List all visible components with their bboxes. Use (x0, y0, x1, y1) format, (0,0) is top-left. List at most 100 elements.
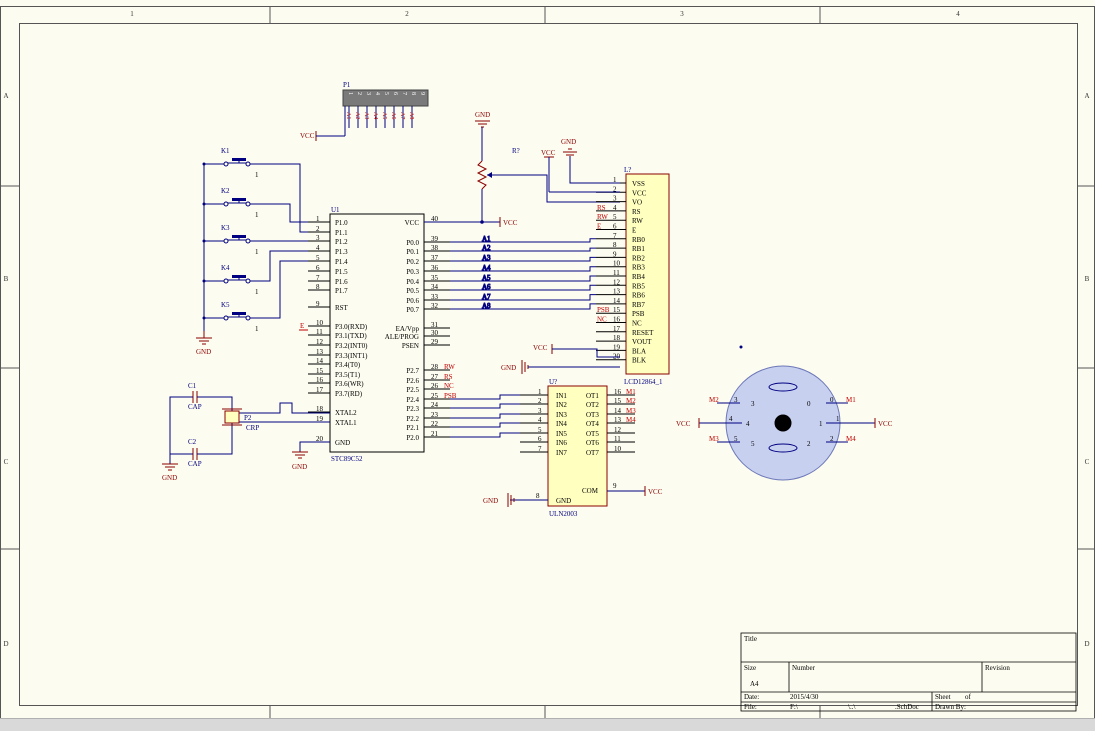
vcc-label: VCC (878, 420, 893, 428)
connector-pin-number: 8 (410, 92, 416, 95)
lcd-pin-name: VO (632, 199, 642, 207)
lcd-pin-name: BLA (632, 347, 646, 355)
row-label: C (4, 458, 9, 466)
date-value: 2015/4/30 (790, 693, 819, 701)
mcu-pin-number: 17 (316, 386, 324, 394)
mcu-pin-name: P0.7 (406, 306, 419, 314)
motor-pin-number: 2 (807, 440, 811, 448)
motor-pin-outer: 0 (830, 396, 834, 404)
vcc-label: VCC (533, 344, 548, 352)
net-label: M2 (709, 396, 719, 404)
mcu-pin-name: P1.1 (335, 229, 348, 237)
key-actuator (232, 235, 246, 238)
lcd-pin-number: 15 (613, 306, 621, 314)
vcc-label: VCC (503, 219, 518, 227)
lcd-pin-number: 19 (613, 343, 621, 351)
mcu-pin-name: P2.5 (406, 386, 419, 394)
crystal-circuit[interactable]: C1 CAP C2 CAP P2 CRP GND GND (162, 382, 330, 482)
mcu-pin-name: XTAL1 (335, 419, 357, 427)
driver-pin-number: 3 (538, 407, 542, 415)
mcu-pin-number: 35 (431, 274, 439, 282)
gnd-label: GND (561, 138, 576, 146)
revision-label: Revision (985, 664, 1010, 672)
key-actuator (232, 275, 246, 278)
title-label: Title (744, 635, 757, 643)
driver-gnd-num: 8 (536, 492, 540, 500)
push-button: K41 (202, 264, 259, 296)
mcu-pin-number: 28 (431, 363, 439, 371)
driver-pin-name: IN1 (556, 392, 567, 400)
net-label: M4 (626, 416, 636, 424)
row-label: B (4, 275, 9, 283)
driver-part: ULN2003 (549, 510, 578, 518)
mcu-pin-name: P2.3 (406, 405, 419, 413)
mcu-pin-number: 31 (431, 321, 439, 329)
motor-pin-outer: 3 (734, 396, 738, 404)
mcu-pin-number: 21 (431, 430, 439, 438)
mcu-pin-number: 2 (316, 225, 320, 233)
driver-pin-number: 2 (538, 397, 542, 405)
of-label: of (965, 693, 972, 701)
lcd-pin-number: 2 (613, 185, 617, 193)
mcu-pin-name: P1.0 (335, 219, 348, 227)
gnd-label: GND (196, 348, 211, 356)
connector-pin-number: 9 (419, 92, 425, 95)
row-label: D (1084, 640, 1089, 648)
net-label: A3 (363, 112, 369, 119)
bus-wire (450, 284, 596, 291)
driver-pin-number: 16 (614, 388, 622, 396)
key-terminal (245, 278, 251, 284)
mcu-pin-name: XTAL2 (335, 409, 357, 417)
vcc-label: VCC (676, 420, 691, 428)
key-pin-number: 1 (255, 288, 259, 296)
cap-part: CAP (188, 460, 202, 468)
mcu-pin-name: P2.4 (406, 396, 419, 404)
key-ref: K1 (221, 147, 230, 155)
driver-pin-name: IN7 (556, 449, 567, 457)
mcu-pin-number: 39 (431, 235, 439, 243)
connector-ref: P1 (343, 81, 351, 89)
file-value: F:\ (790, 703, 798, 711)
mcu-pin-name: VCC (405, 219, 420, 227)
mcu-pin-number: 15 (316, 367, 324, 375)
bus-wire (450, 247, 596, 252)
potentiometer[interactable]: GND R? (475, 111, 620, 222)
net-label: A7 (482, 293, 491, 301)
mcu-pin-number: 11 (316, 328, 323, 336)
bus-wire (450, 432, 520, 438)
motor-pin-number: 4 (746, 420, 750, 428)
lcd-pin-number: 18 (613, 334, 621, 342)
mcu-pin-number: 30 (431, 329, 439, 337)
net-label: A2 (482, 244, 491, 252)
key-pin-number: 1 (255, 211, 259, 219)
mcu-pin-number: 29 (431, 338, 439, 346)
lcd-pin-name: RB3 (632, 264, 645, 272)
net-label: A1 (345, 112, 351, 119)
push-button: K31 (202, 224, 259, 256)
lcd-pin-number: 9 (613, 250, 617, 258)
cap-part: CAP (188, 403, 202, 411)
row-label: D (3, 640, 8, 648)
mcu-pin-name: PSEN (402, 342, 419, 350)
driver-pin-number: 4 (538, 416, 542, 424)
driver-ref: U? (549, 378, 557, 386)
lcd-pin-name: PSB (632, 310, 645, 318)
net-label: M4 (846, 435, 856, 443)
mcu-pin-number: 36 (431, 264, 439, 272)
net-label: A4 (482, 264, 491, 272)
mcu-pin-number: 14 (316, 357, 324, 365)
row-label: A (3, 92, 8, 100)
motor-pin-outer: 4 (729, 415, 733, 423)
driver-pin-number: 11 (614, 435, 621, 443)
mcu-pin-name: EA/Vpp (396, 325, 420, 333)
lcd-pin-number: 7 (613, 232, 617, 240)
lcd-ref: L? (624, 166, 631, 174)
